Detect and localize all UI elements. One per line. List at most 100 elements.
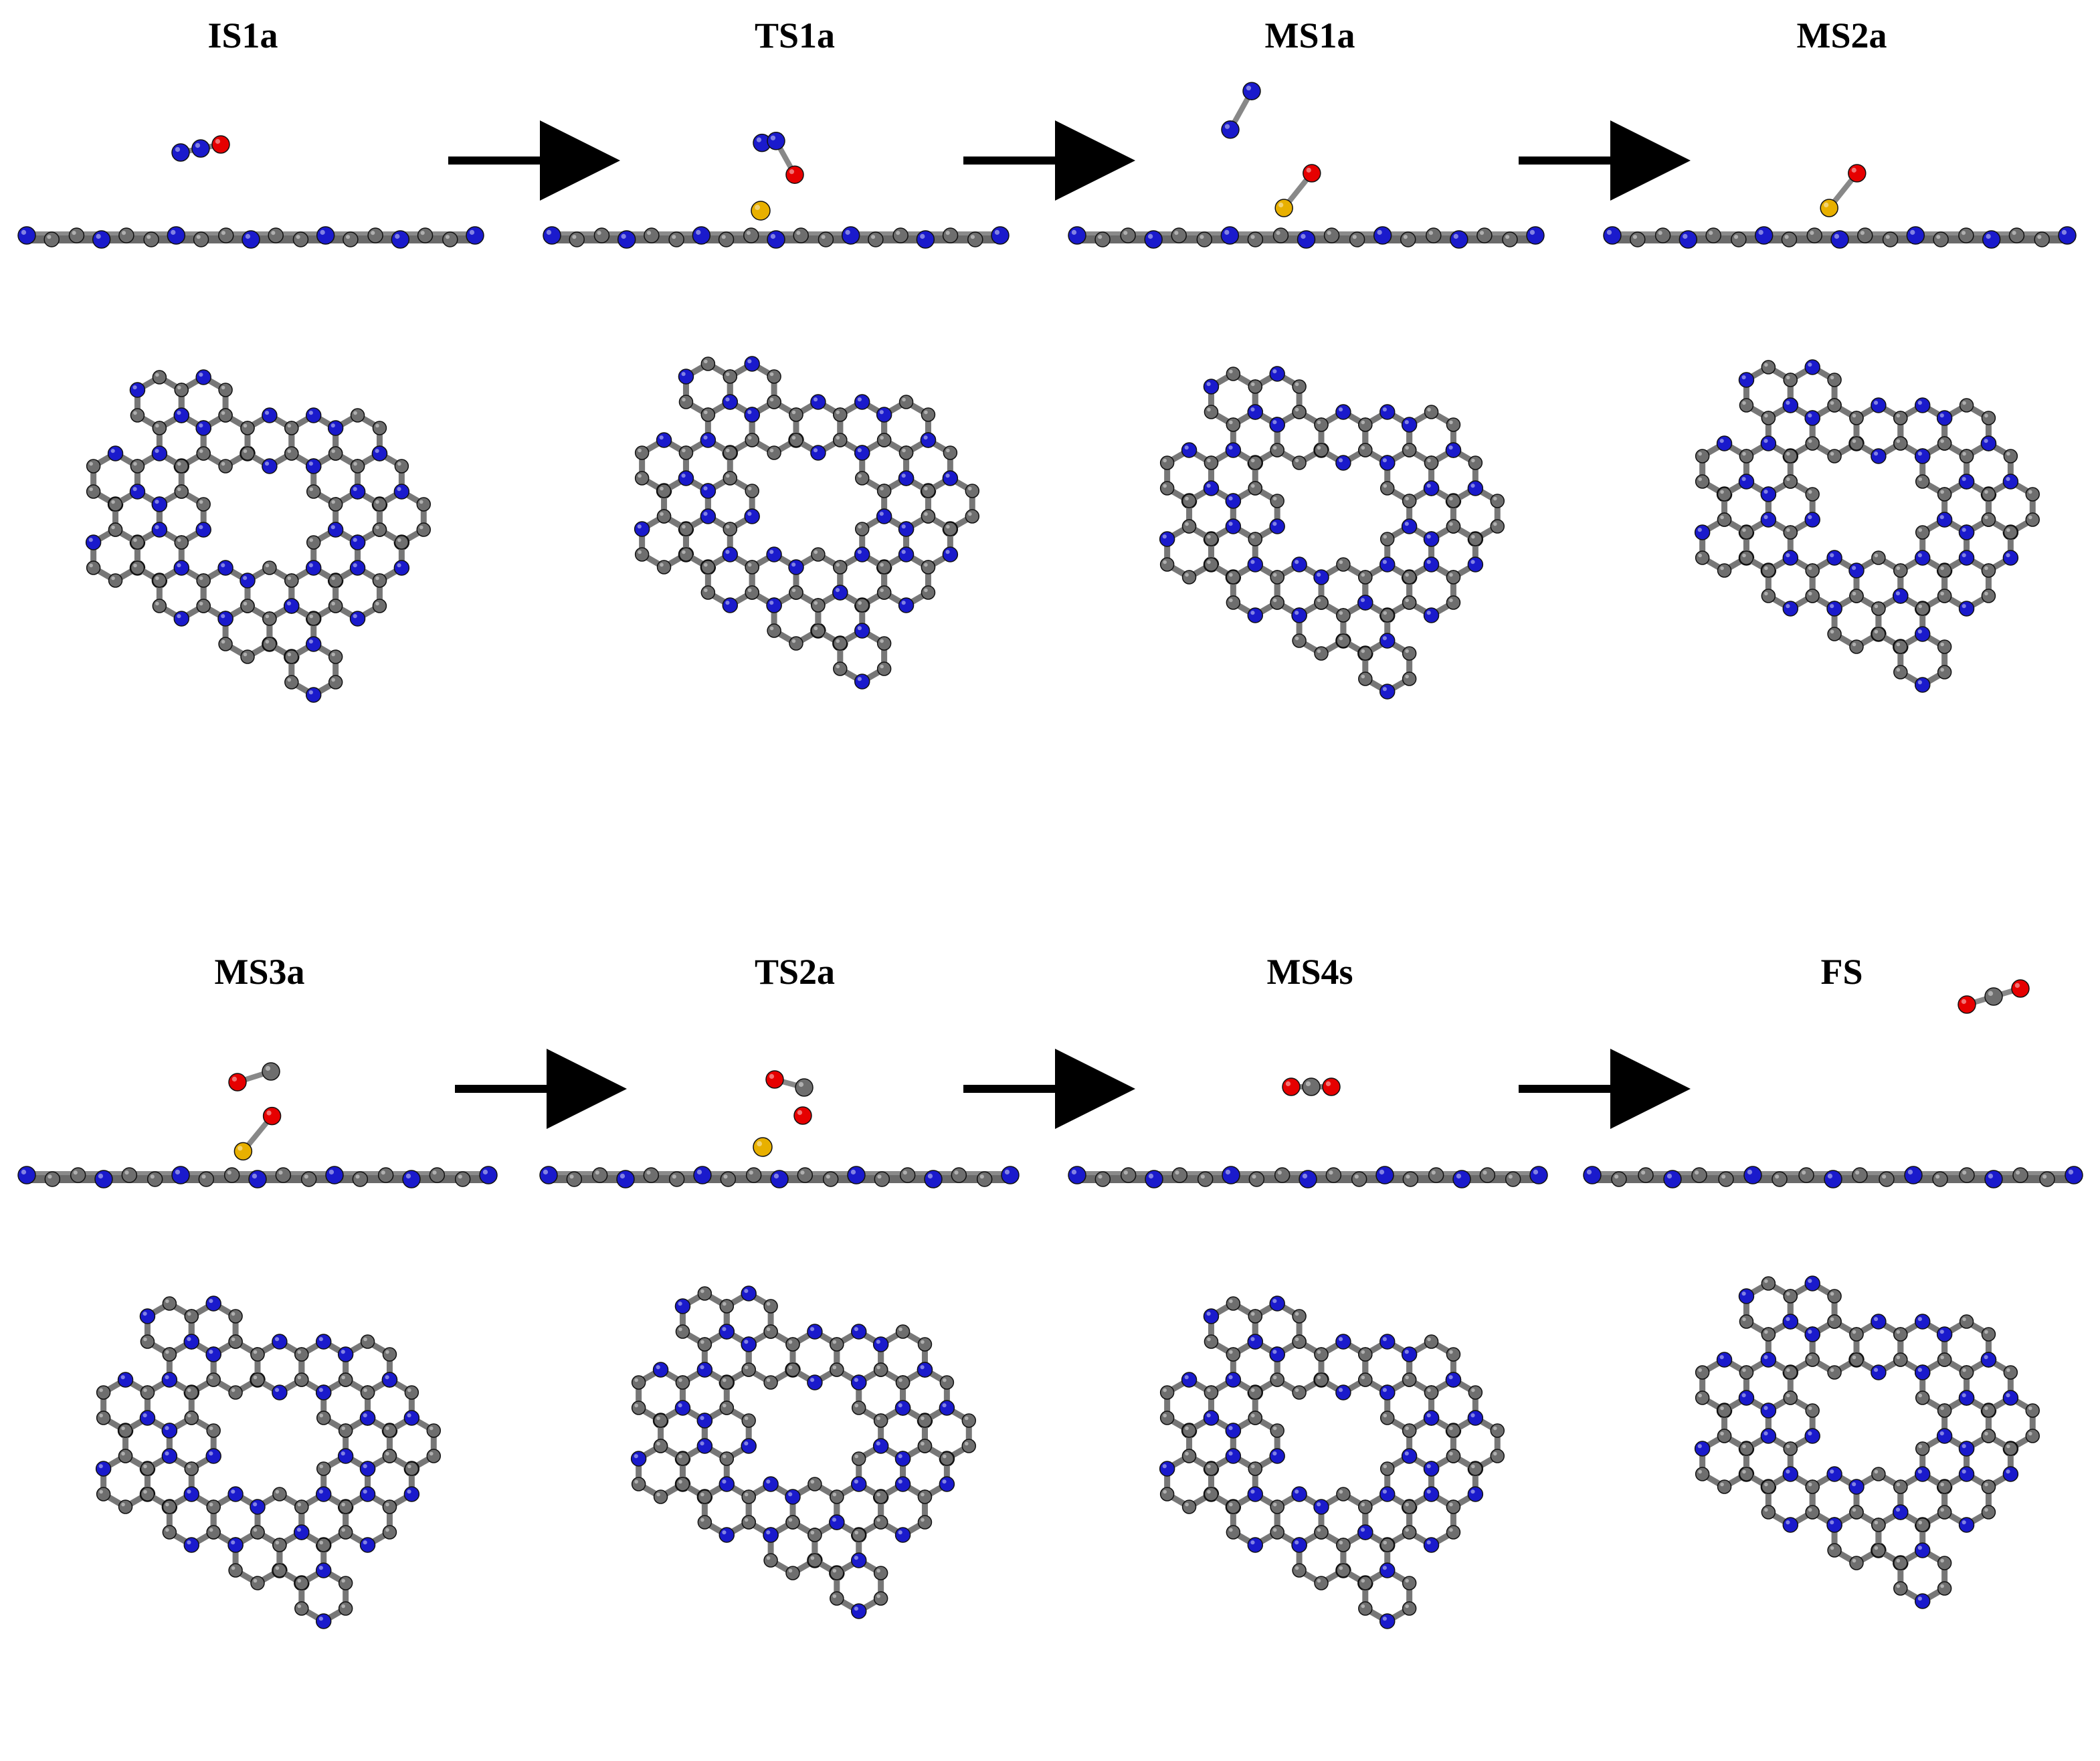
atom-highlight <box>469 229 475 235</box>
carbon-atom <box>939 1451 955 1466</box>
atom-highlight <box>287 576 292 581</box>
carbon-atom <box>917 1439 933 1453</box>
carbon-atom <box>1446 595 1461 610</box>
carbon-atom <box>284 446 299 461</box>
atom-highlight <box>429 1426 434 1431</box>
nitrogen-atom <box>1826 1517 1842 1533</box>
carbon-atom <box>1937 639 1952 654</box>
atom-highlight <box>1360 1528 1365 1532</box>
atom-highlight <box>1873 451 1879 456</box>
atom-highlight <box>1984 515 1988 520</box>
nitrogen-atom <box>1269 1448 1285 1464</box>
carbon-atom <box>218 637 233 651</box>
carbon-atom <box>1893 1352 1908 1367</box>
adsorbate-atom <box>1958 995 1976 1014</box>
nitrogen-atom <box>1068 1166 1086 1184</box>
atom-highlight <box>723 1174 728 1179</box>
atom-highlight <box>1405 1502 1409 1507</box>
nitrogen-atom <box>1958 1390 1975 1406</box>
carbon-atom <box>807 1528 822 1542</box>
atom-highlight <box>165 1451 169 1456</box>
carbon-atom <box>789 585 803 600</box>
atom-highlight <box>1426 611 1431 615</box>
carbon-atom <box>1761 1276 1776 1291</box>
atom-highlight <box>546 229 552 235</box>
atom-highlight <box>1185 522 1189 526</box>
atom-highlight <box>1786 451 1790 456</box>
atom-highlight <box>569 1174 574 1179</box>
atom-highlight <box>970 235 975 239</box>
carbon-atom <box>152 573 167 588</box>
atom-highlight <box>155 576 159 581</box>
carbon-atom <box>1226 1347 1241 1362</box>
carbon-atom <box>793 227 809 243</box>
atom-highlight <box>1272 1528 1277 1532</box>
carbon-atom <box>1871 1543 1886 1558</box>
carbon-atom <box>96 1385 111 1400</box>
atom-highlight <box>2012 231 2016 235</box>
atom-highlight <box>1940 1482 1944 1487</box>
atom-highlight <box>341 1528 345 1532</box>
atom-highlight <box>1471 458 1475 463</box>
carbon-atom <box>1424 405 1439 419</box>
atom-highlight <box>814 626 818 631</box>
carbon-atom <box>1270 443 1284 457</box>
atom-highlight <box>1404 522 1409 526</box>
carbon-atom <box>272 1487 287 1501</box>
atom-highlight <box>1808 566 1812 571</box>
atom-highlight <box>901 524 906 529</box>
carbon-atom <box>338 1499 353 1514</box>
atom-highlight <box>419 525 423 530</box>
atom-highlight <box>1741 375 1746 380</box>
carbon-atom <box>228 1385 243 1400</box>
nitrogen-atom <box>272 1384 288 1401</box>
atom-highlight <box>1207 1489 1211 1494</box>
atom-highlight <box>274 1388 280 1392</box>
atom-highlight <box>363 1489 367 1494</box>
carbon-atom <box>719 1401 735 1415</box>
carbon-atom <box>367 227 383 243</box>
atom-highlight <box>318 1617 323 1621</box>
atom-highlight <box>265 563 270 568</box>
atom-highlight <box>98 1464 103 1469</box>
atom-highlight <box>1896 413 1901 418</box>
atom-highlight <box>165 1375 169 1380</box>
carbon-atom <box>1937 1581 1952 1596</box>
carbon-atom <box>1402 494 1417 508</box>
carbon-atom <box>653 1413 668 1428</box>
carbon-atom <box>1336 557 1351 572</box>
atom-highlight <box>769 397 774 402</box>
atom-highlight <box>1808 1330 1812 1334</box>
carbon-atom <box>1402 1601 1417 1616</box>
adsorbate <box>1958 979 2030 1014</box>
atom-highlight <box>318 1337 323 1342</box>
nitrogen-atom <box>674 1298 691 1314</box>
atom-highlight <box>1383 1540 1388 1545</box>
carbon-atom <box>876 636 892 651</box>
carbon-atom <box>1358 570 1373 585</box>
carbon-atom <box>634 471 650 486</box>
atom-highlight <box>209 1502 213 1507</box>
atom-highlight <box>1383 484 1388 488</box>
atom-highlight <box>121 231 126 235</box>
carbon-atom <box>967 231 983 247</box>
atom-highlight <box>253 1350 258 1354</box>
carbon-atom <box>1798 1167 1814 1183</box>
nitrogen-atom <box>217 560 233 576</box>
nitrogen-atom <box>1445 1372 1462 1388</box>
nitrogen-atom <box>1716 1352 1733 1368</box>
atom-highlight <box>221 563 225 568</box>
carbon-atom <box>1197 1171 1214 1187</box>
atom-highlight <box>1896 1584 1901 1588</box>
atom-highlight <box>755 205 761 211</box>
nitrogen-atom <box>1299 1170 1317 1188</box>
nitrogen-atom <box>1423 480 1440 496</box>
carbon-atom <box>292 231 309 247</box>
atom-highlight <box>405 1173 411 1179</box>
atom-highlight <box>1317 1528 1321 1532</box>
carbon-atom <box>1981 1327 1996 1342</box>
atom-highlight <box>355 1174 360 1179</box>
atom-highlight <box>700 1518 704 1522</box>
atom-highlight <box>678 1479 682 1484</box>
nitrogen-atom <box>539 1166 558 1184</box>
